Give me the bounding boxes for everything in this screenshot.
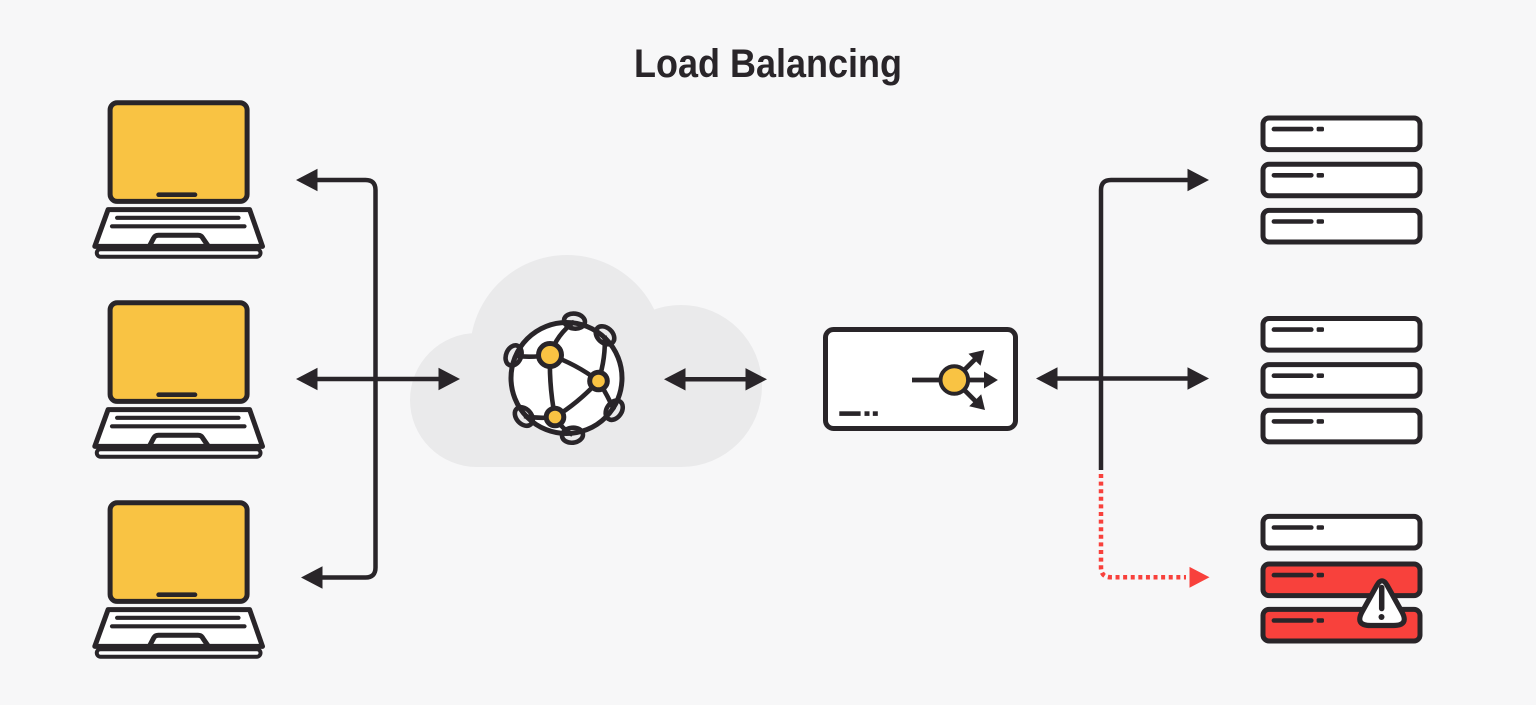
svg-text:Load Balancing: Load Balancing: [634, 42, 902, 86]
